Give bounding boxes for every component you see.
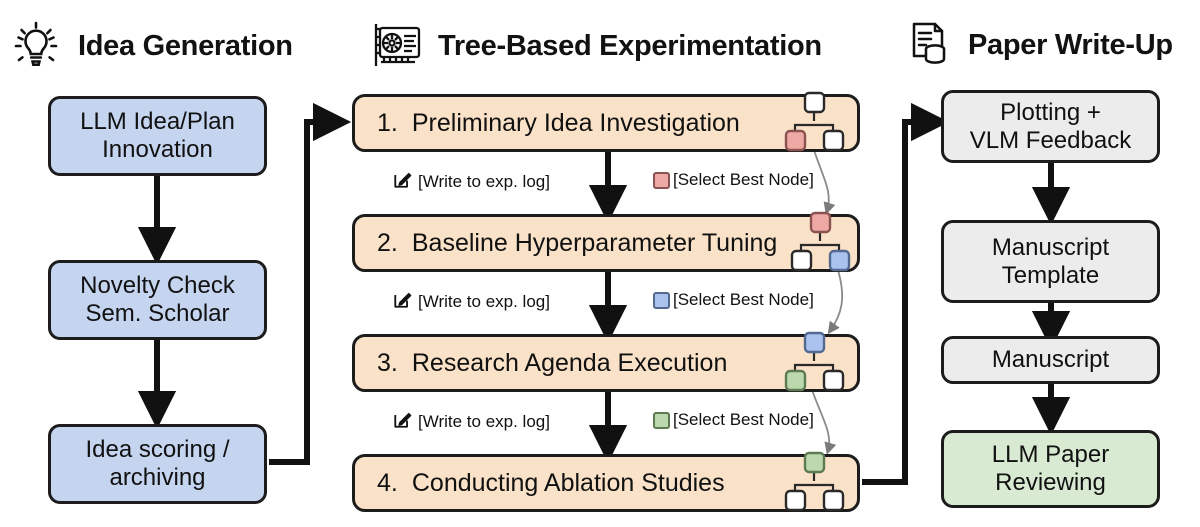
- pencil-square-icon: [393, 170, 412, 194]
- column-title: Paper Write-Up: [968, 29, 1173, 61]
- annotation-label: [Write to exp. log]: [418, 292, 550, 311]
- box-line-2: Innovation: [102, 136, 213, 163]
- box-label: LLM Paper Reviewing: [986, 441, 1115, 497]
- box-line-2: Reviewing: [995, 469, 1106, 496]
- annotation-label: [Write to exp. log]: [418, 412, 550, 431]
- node-color-swatch-blue: [653, 291, 670, 309]
- annotation-write-log-3: [Write to exp. log]: [393, 410, 550, 434]
- annotation-label: [Select Best Node]: [673, 170, 814, 189]
- annotation-label: [Select Best Node]: [673, 290, 814, 309]
- annotation-label: [Write to exp. log]: [418, 172, 550, 191]
- box-line-1: LLM Idea/Plan: [80, 108, 235, 136]
- annotation-select-node-2: [Select Best Node]: [653, 290, 814, 310]
- box-novelty-check[interactable]: Novelty Check Sem. Scholar: [48, 260, 267, 340]
- step-number: 3.: [377, 348, 398, 377]
- step-number: 2.: [377, 228, 398, 257]
- step-label: Preliminary Idea Investigation: [411, 108, 740, 137]
- lightbulb-icon: [8, 16, 64, 77]
- step-box-2[interactable]: 2. Baseline Hyperparameter Tuning: [352, 211, 860, 272]
- annotation-select-node-1: [Select Best Node]: [653, 170, 814, 190]
- annotation-write-log-1: [Write to exp. log]: [393, 170, 550, 194]
- step-number: 1.: [377, 108, 398, 137]
- box-line-2: Template: [1001, 261, 1100, 289]
- node-color-swatch-red: [653, 171, 670, 189]
- tree-icon-step-4: [781, 445, 847, 526]
- tree-icon-step-3: [781, 325, 847, 406]
- step-box-3[interactable]: 3. Research Agenda Execution: [352, 331, 860, 392]
- pencil-square-icon: [393, 290, 412, 314]
- step-number: 4.: [377, 468, 398, 497]
- box-plotting-vlm-feedback[interactable]: Plotting + VLM Feedback: [941, 90, 1160, 163]
- step-box-4[interactable]: 4. Conducting Ablation Studies: [352, 451, 860, 512]
- box-label: Idea scoring / archiving: [79, 436, 235, 492]
- box-line-1: LLM Paper: [991, 441, 1110, 469]
- box-idea-scoring[interactable]: Idea scoring / archiving: [48, 424, 267, 504]
- tree-icon-step-2: [787, 205, 853, 286]
- box-label: Plotting + VLM Feedback: [964, 99, 1137, 155]
- box-line-1: Manuscript: [991, 233, 1110, 261]
- column-title: Idea Generation: [78, 30, 293, 62]
- column-header-tree-based-experimentation: Tree-Based Experimentation: [368, 16, 822, 77]
- box-label: LLM Idea/Plan Innovation: [74, 108, 241, 164]
- gpu-card-icon: [368, 16, 424, 77]
- annotation-label: [Select Best Node]: [673, 410, 814, 429]
- box-label: Novelty Check Sem. Scholar: [74, 272, 241, 328]
- tree-icon-step-1: [781, 85, 847, 166]
- step-label: Conducting Ablation Studies: [411, 468, 725, 497]
- box-label: Manuscript Template: [986, 234, 1115, 290]
- column-title: Tree-Based Experimentation: [438, 30, 822, 62]
- annotation-select-node-3: [Select Best Node]: [653, 410, 814, 430]
- arrow-scoring-to-step1: [269, 102, 352, 465]
- arrow-step4-to-plotting: [862, 102, 950, 485]
- column-header-paper-write-up: Paper Write-Up: [900, 16, 1173, 75]
- box-line-2: Sem. Scholar: [85, 300, 230, 327]
- column-header-idea-generation: Idea Generation: [8, 16, 293, 77]
- step-label: Research Agenda Execution: [411, 348, 728, 377]
- box-llm-paper-reviewing[interactable]: LLM Paper Reviewing: [941, 430, 1160, 508]
- node-color-swatch-green: [653, 411, 670, 429]
- box-line-1: Novelty Check: [80, 272, 235, 300]
- box-line-2: VLM Feedback: [969, 126, 1132, 154]
- box-label: Manuscript: [991, 346, 1110, 374]
- box-manuscript-template[interactable]: Manuscript Template: [941, 220, 1160, 303]
- box-line-1: Plotting +: [1000, 98, 1101, 126]
- box-line-2: archiving: [109, 464, 206, 491]
- pencil-square-icon: [393, 410, 412, 434]
- step-label: Baseline Hyperparameter Tuning: [411, 228, 778, 257]
- box-llm-idea-plan[interactable]: LLM Idea/Plan Innovation: [48, 96, 267, 176]
- step-box-1[interactable]: 1. Preliminary Idea Investigation: [352, 91, 860, 152]
- box-line-1: Idea scoring /: [85, 436, 230, 464]
- box-manuscript[interactable]: Manuscript: [941, 336, 1160, 384]
- annotation-write-log-2: [Write to exp. log]: [393, 290, 550, 314]
- document-database-icon: [900, 16, 954, 75]
